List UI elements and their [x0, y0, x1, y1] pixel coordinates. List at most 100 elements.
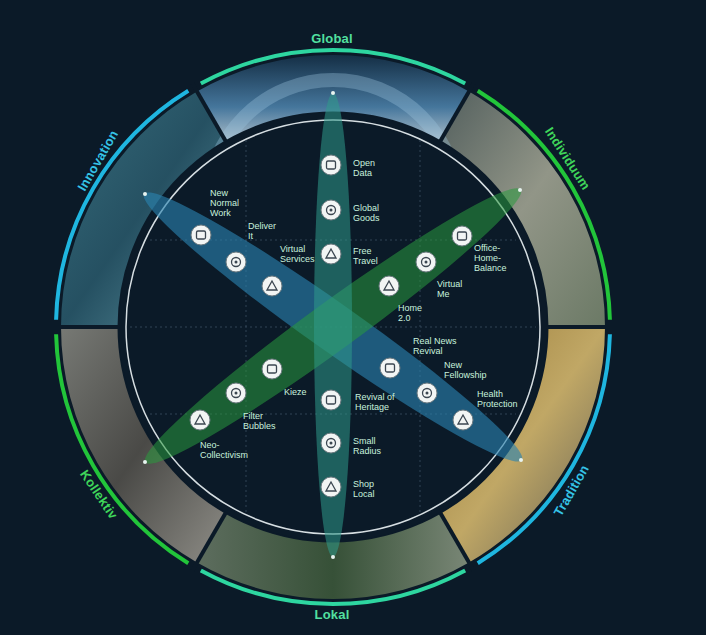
icon-glyph [330, 442, 333, 445]
icon-glyph [235, 392, 238, 395]
icon-disc [417, 383, 437, 403]
axis-label: Innovation [75, 127, 122, 193]
icon-glyph [326, 249, 336, 258]
segment-divider [52, 325, 126, 329]
icon-disc [226, 383, 246, 403]
icon-glyph [425, 261, 428, 264]
label-anchor: New Normal Work [210, 188, 239, 218]
trend-label: Virtual Services [280, 244, 315, 264]
label-anchor: Tradition [550, 462, 591, 519]
label-anchor: Individuum [542, 124, 593, 192]
icon-glyph [235, 261, 238, 264]
icon-disc [321, 477, 341, 497]
label-anchor: Kieze [284, 387, 307, 397]
icon-glyph [327, 439, 336, 448]
trend-label: Shop Local [353, 479, 375, 499]
icon-disc [321, 155, 341, 175]
icon-glyph [327, 206, 336, 215]
icon-glyph [195, 415, 205, 424]
label-anchor: Free Travel [353, 246, 378, 266]
label-anchor: Real News Revival [413, 336, 463, 356]
axis-band [314, 93, 352, 557]
label-anchor: Health Protection [477, 389, 518, 409]
label-anchor: Office-Home-Balance [474, 243, 507, 273]
label-anchor: Revival of Heritage [355, 392, 409, 412]
trend-label: Home 2.0 [398, 303, 422, 323]
icon-glyph [330, 209, 333, 212]
label-anchor: Global [311, 31, 353, 46]
trend-label: Global Goods [353, 203, 380, 223]
label-anchor: Lokal [315, 607, 350, 622]
icon-disc [379, 276, 399, 296]
icon-set [190, 155, 473, 497]
band-tips [143, 91, 523, 559]
trend-label: Deliver It [248, 221, 276, 241]
icon-glyph [327, 396, 336, 404]
icon-glyph [268, 365, 277, 373]
axis-label: Individuum [542, 124, 593, 192]
trend-label: Health Protection [477, 389, 518, 409]
trend-label: Revival of Heritage [355, 392, 409, 412]
icon-glyph [458, 232, 467, 240]
icon-glyph [422, 258, 431, 267]
icon-disc [321, 200, 341, 220]
icon-disc [321, 390, 341, 410]
icon-disc [453, 410, 473, 430]
trend-label: Office-Home-Balance [474, 243, 507, 273]
icon-disc [191, 225, 211, 245]
trend-label: New Fellowship [444, 360, 487, 380]
icon-disc [190, 410, 210, 430]
trend-label: Free Travel [353, 246, 378, 266]
icon-glyph [384, 281, 394, 290]
icon-glyph [458, 415, 468, 424]
trend-label: Real News Revival [413, 336, 463, 356]
icon-glyph [423, 389, 432, 398]
label-anchor: Home 2.0 [398, 303, 422, 323]
label-anchor: Global Goods [353, 203, 380, 223]
trend-label: Neo-Collectivism [200, 440, 248, 460]
segment-divider [193, 84, 230, 148]
photo-ring [52, 50, 614, 604]
icon-glyph [232, 389, 241, 398]
label-anchor: Virtual Me [437, 279, 462, 299]
icon-glyph [386, 364, 395, 372]
label-anchor: Kollektiv [77, 467, 121, 522]
icon-disc [321, 433, 341, 453]
icon-disc [262, 359, 282, 379]
trend-label: Small Radius [353, 436, 381, 456]
axis-label: Kollektiv [77, 467, 121, 522]
segment-divider [437, 84, 474, 148]
segment-divider [193, 506, 230, 570]
trend-label: Filter Bubbles [243, 411, 276, 431]
label-anchor: Small Radius [353, 436, 381, 456]
icon-glyph [232, 258, 241, 267]
label-anchor: Filter Bubbles [243, 411, 276, 431]
icon-disc [416, 252, 436, 272]
icon-disc [262, 276, 282, 296]
axis-label: Global [311, 31, 353, 46]
label-anchor: New Fellowship [444, 360, 487, 380]
label-anchor: Deliver It [248, 221, 276, 241]
icon-glyph [267, 281, 277, 290]
label-anchor: Open Data [353, 158, 375, 178]
trend-label: New Normal Work [210, 188, 239, 218]
axis-label: Lokal [315, 607, 350, 622]
axis-arc [201, 570, 465, 604]
icon-glyph [326, 482, 336, 491]
icon-disc [321, 244, 341, 264]
icon-disc [226, 252, 246, 272]
label-anchor: Shop Local [353, 479, 375, 499]
trend-label: Virtual Me [437, 279, 462, 299]
icon-glyph [327, 161, 336, 169]
icon-disc [380, 358, 400, 378]
icon-glyph [197, 231, 206, 239]
label-anchor: Virtual Services [280, 244, 315, 264]
label-anchor: Neo-Collectivism [200, 440, 248, 460]
segment-divider [540, 325, 614, 329]
icon-glyph [426, 392, 429, 395]
label-anchor: Innovation [75, 127, 122, 193]
axis-label: Tradition [550, 462, 591, 519]
segment-divider [437, 506, 474, 570]
